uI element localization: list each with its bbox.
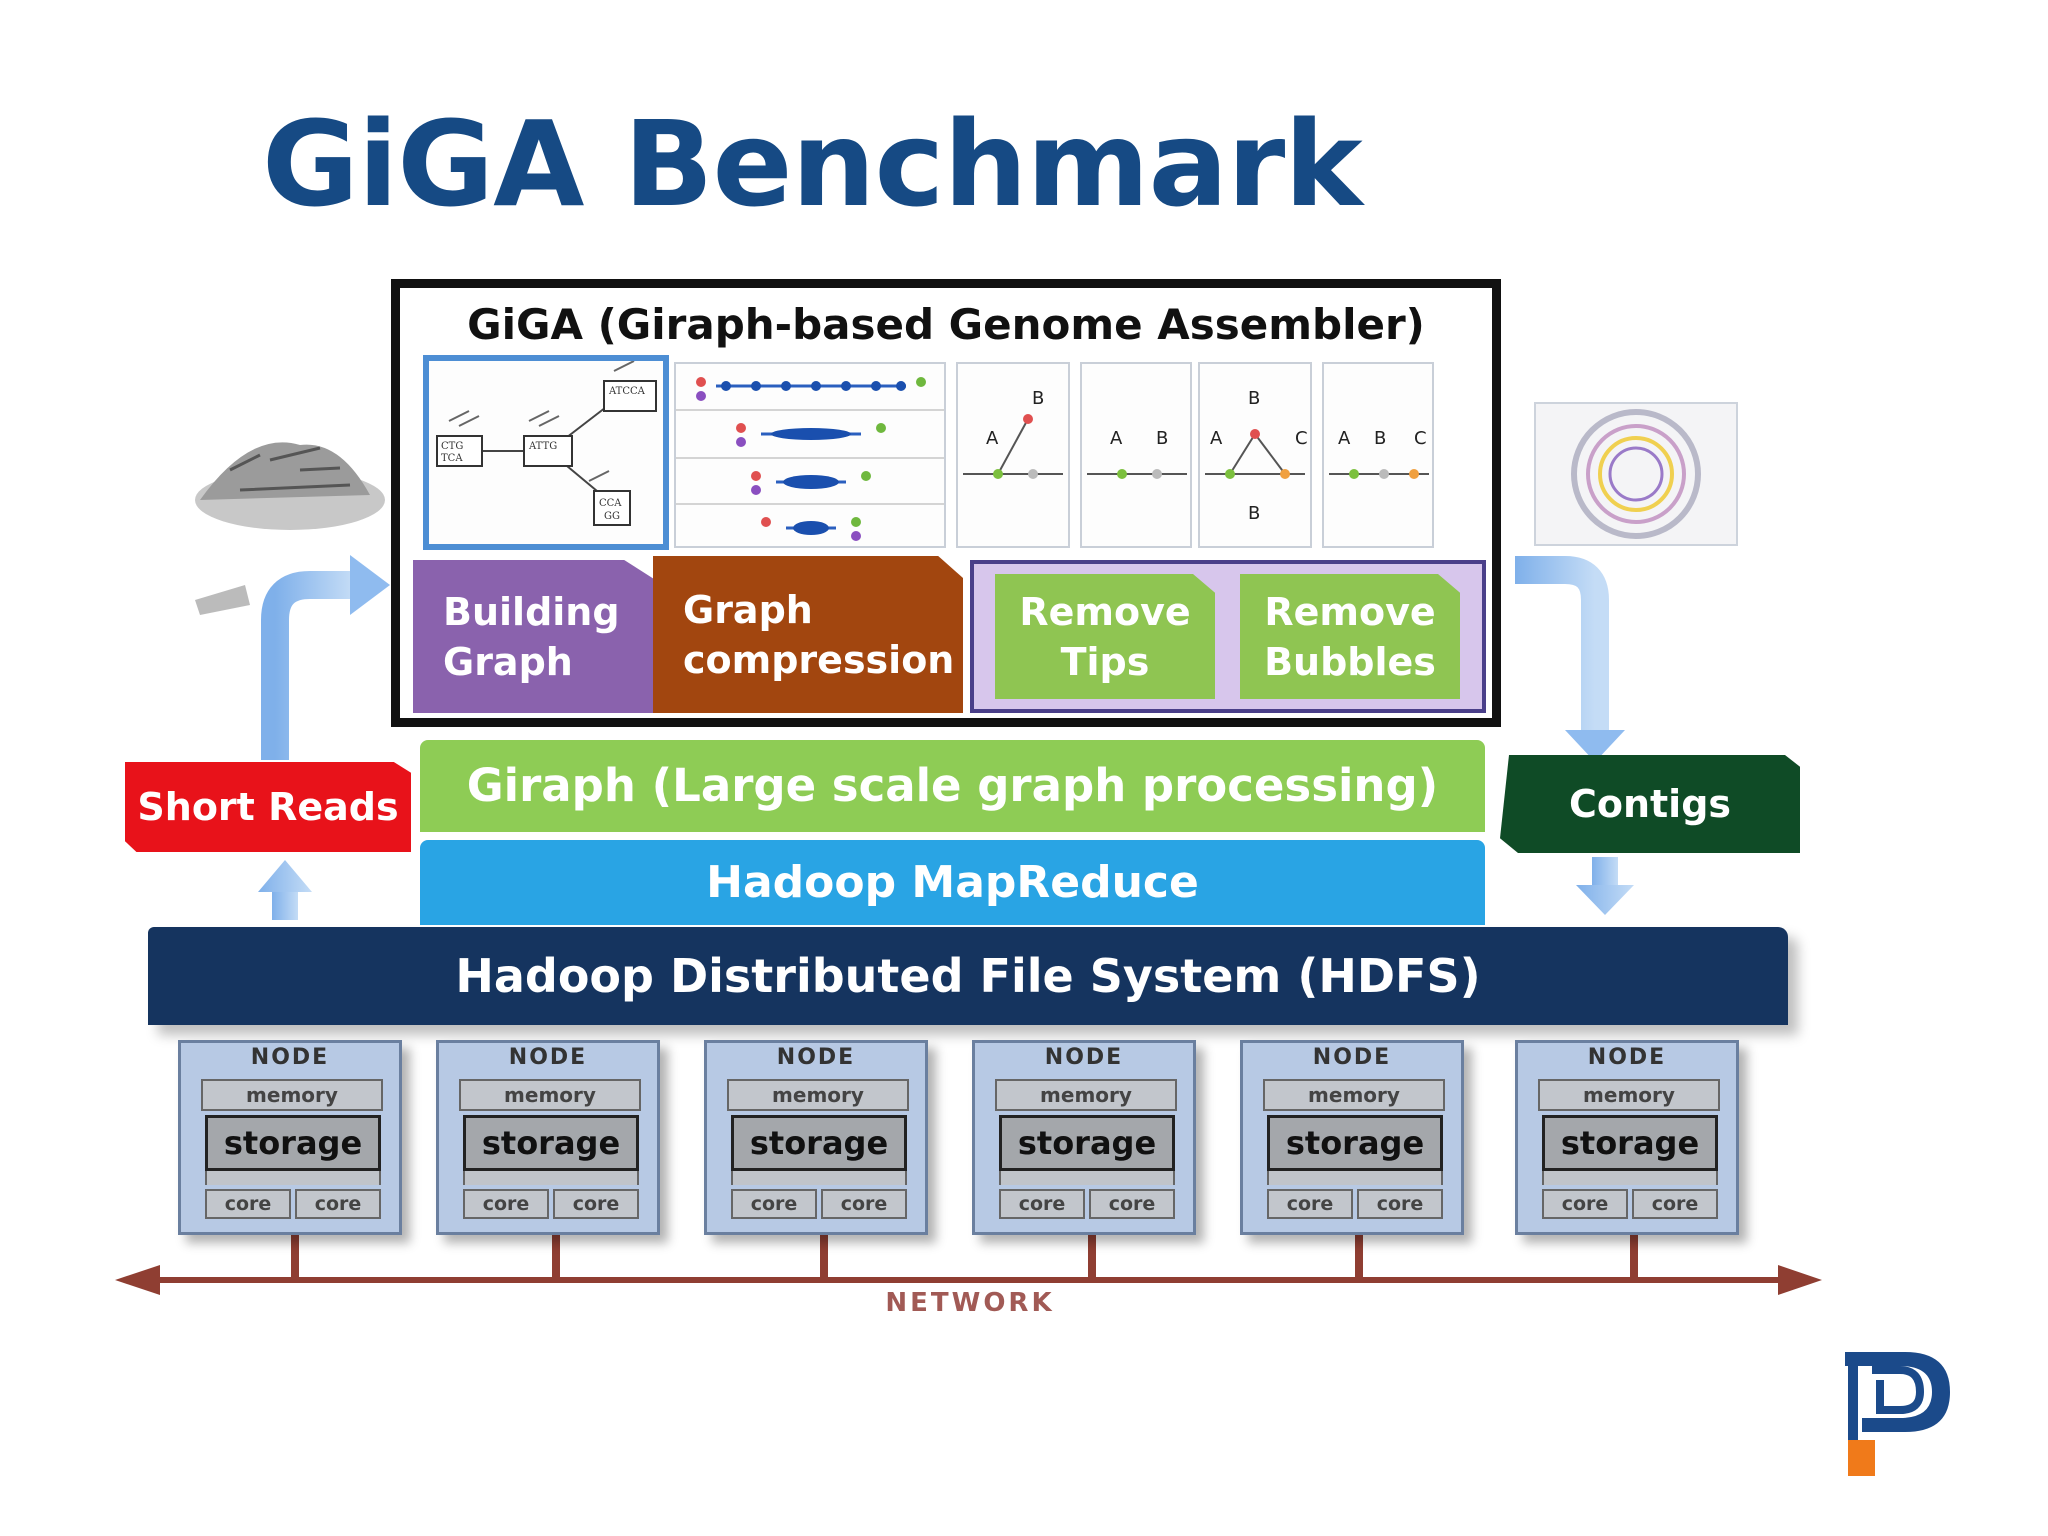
node-core-row [1267,1171,1443,1185]
stage-label: Building [443,589,620,634]
stage-label: Bubbles [1264,639,1436,684]
de-bruijn-graph-thumbnail: CTG TCA ATTG ATCCA CCA GG [423,355,669,550]
page-title: GiGA Benchmark [262,95,1363,233]
node-core-row [999,1171,1175,1185]
kmer-label: TCA [441,453,463,464]
node-memory: memory [995,1079,1177,1111]
cluster-node: NODE memory storage core core [704,1040,928,1235]
node-storage: storage [999,1115,1175,1171]
mapreduce-layer: Hadoop MapReduce [420,840,1485,925]
node-label: NODE [776,1045,856,1070]
node-storage: storage [1267,1115,1443,1171]
bubble-label: C [1295,428,1308,449]
stage-label: Remove [1019,589,1191,634]
node-memory: memory [201,1079,383,1111]
node-core: core [205,1189,291,1219]
bubble-label: B [1248,388,1260,409]
node-core-row [1542,1171,1718,1185]
node-memory: memory [727,1079,909,1111]
node-label: NODE [1044,1045,1124,1070]
node-core: core [1357,1189,1443,1219]
node-core: core [463,1189,549,1219]
kmer-label: CCA [599,498,622,509]
kmer-label: GG [604,511,620,522]
stage-label: Graph [683,587,813,632]
tip-label: A [986,428,999,449]
node-label: NODE [250,1045,330,1070]
node-label: NODE [1587,1045,1667,1070]
bubble-label: C [1414,428,1427,449]
remove-bubbles-after-thumbnail: A B C [1322,362,1434,548]
cluster-node: NODE memory storage core core [1240,1040,1464,1235]
cluster-node: NODE memory storage core core [1515,1040,1739,1235]
tip-label: A [1110,428,1123,449]
contigs-label: Contigs [1500,755,1800,853]
node-memory: memory [1538,1079,1720,1111]
short-reads-label: Short Reads [125,762,411,852]
logo [1845,1352,1950,1476]
node-storage: storage [463,1115,639,1171]
remove-bubbles-before-thumbnail: B A C B [1198,362,1312,548]
stage-graph-compression: Graph compression [653,556,963,713]
giga-title: GiGA (Giraph-based Genome Assembler) [467,300,1425,349]
tip-label: B [1032,388,1044,409]
bubble-label: B [1248,503,1260,524]
node-storage: storage [205,1115,381,1171]
node-label: NODE [508,1045,588,1070]
node-core-row [731,1171,907,1185]
stage-remove-bubbles: Remove Bubbles [1240,574,1460,699]
bubble-label: A [1210,428,1223,449]
stage-label: Tips [1060,639,1150,684]
hdfs-layer: Hadoop Distributed File System (HDFS) [148,927,1788,1025]
kmer-label: ATCCA [608,386,646,397]
node-core: core [1632,1189,1718,1219]
node-core: core [1089,1189,1175,1219]
stage-building-graph: Building Graph [413,560,653,713]
stage-remove-tips: Remove Tips [995,574,1215,699]
node-core: core [999,1189,1085,1219]
node-core: core [295,1189,381,1219]
cluster-node: NODE memory storage core core [972,1040,1196,1235]
tip-label: B [1156,428,1168,449]
node-core: core [1542,1189,1628,1219]
node-core: core [553,1189,639,1219]
network-label: NETWORK [885,1288,1055,1318]
stage-label: Remove [1264,589,1436,634]
giraph-layer: Giraph (Large scale graph processing) [420,740,1485,832]
node-memory: memory [459,1079,641,1111]
upload-arrow [258,860,312,920]
node-core: core [731,1189,817,1219]
download-arrow [1576,857,1634,915]
stage-label: compression [683,637,955,682]
network-line [115,1235,1822,1295]
output-arrow [1515,556,1625,762]
node-core-row [205,1171,381,1185]
node-core-row [463,1171,639,1185]
node-storage: storage [731,1115,907,1171]
input-arrow [261,555,390,760]
stage-label: Graph [443,639,573,684]
node-label: NODE [1312,1045,1392,1070]
kmer-label: CTG [441,441,463,452]
node-core: core [1267,1189,1353,1219]
graph-compression-thumbnail [674,362,946,548]
remove-tips-before-thumbnail: A B [956,362,1070,548]
bubble-label: B [1374,428,1386,449]
remove-tips-after-thumbnail: A B [1080,362,1192,548]
node-storage: storage [1542,1115,1718,1171]
cluster-node: NODE memory storage core core [436,1040,660,1235]
reads-pile-image [195,442,385,615]
cluster-node: NODE memory storage core core [178,1040,402,1235]
bubble-label: A [1338,428,1351,449]
node-core: core [821,1189,907,1219]
kmer-label: ATTG [528,441,557,452]
node-memory: memory [1263,1079,1445,1111]
genome-circle-image [1534,402,1738,546]
